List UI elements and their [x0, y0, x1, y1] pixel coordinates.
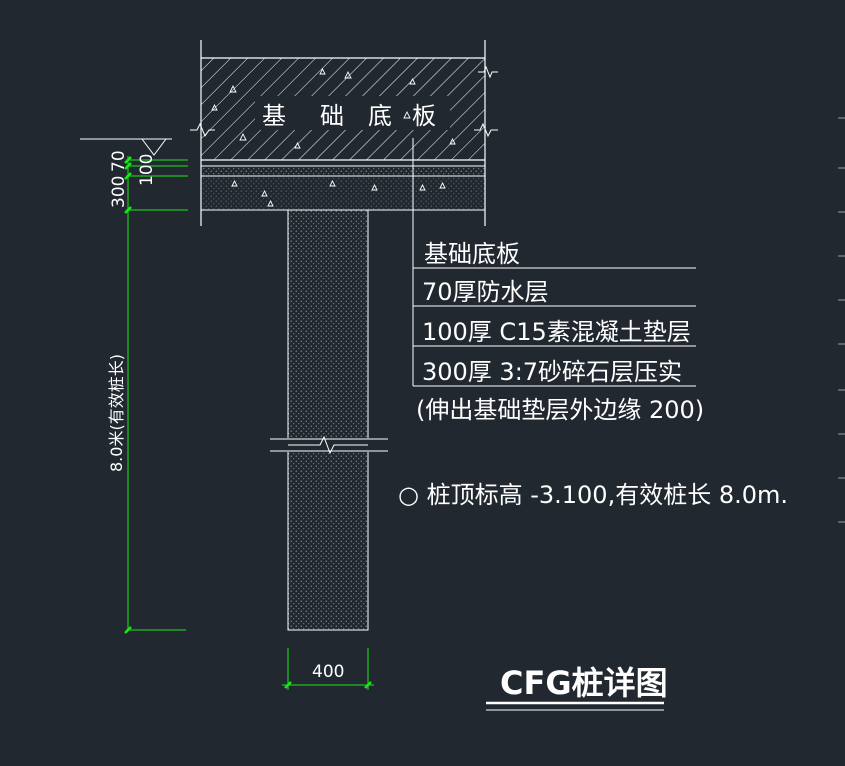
- slab-label-char-3: 底: [368, 102, 392, 130]
- layer-callout: [412, 138, 696, 387]
- elevation-marker: [80, 138, 172, 156]
- pile-break-symbol: [288, 435, 368, 455]
- drawing-title: CFG桩详图: [500, 664, 668, 702]
- break-symbol-right: [474, 122, 498, 138]
- dim-300: 300: [109, 176, 129, 208]
- dim-70: 70: [109, 150, 129, 172]
- dim-pile-length: 8.0米(有效桩长): [107, 354, 126, 472]
- pile-body: [287, 209, 369, 631]
- callout-note: (伸出基础垫层外边缘 200): [416, 396, 704, 424]
- dimension-bottom: [282, 648, 374, 690]
- slab-label-char-4: 板: [412, 102, 436, 130]
- concrete-cushion-layer: [201, 167, 485, 176]
- pile-top-note: ○ 桩顶标高 -3.100,有效桩长 8.0m.: [398, 481, 788, 509]
- break-symbol-left: [190, 122, 215, 138]
- callout-row-1: 基础底板: [424, 240, 520, 268]
- slab-label-char-2: 础: [320, 102, 344, 130]
- gravel-layer: [201, 177, 485, 209]
- cfg-pile: [270, 209, 388, 631]
- callout-row-3: 100厚 C15素混凝土垫层: [422, 318, 691, 346]
- slab-label-char-1: 基: [262, 102, 286, 130]
- dim-100: 100: [137, 154, 157, 186]
- foundation-slab: 基 础 底 板: [190, 40, 498, 226]
- title-underline: [486, 701, 664, 711]
- dim-pile-width: 400: [312, 662, 344, 682]
- base-layers: [201, 165, 485, 211]
- callout-row-4: 300厚 3:7砂碎石层压实: [422, 358, 682, 386]
- callout-row-2: 70厚防水层: [422, 278, 549, 306]
- right-edge-ticks: [838, 117, 845, 523]
- dimension-left: [124, 156, 188, 634]
